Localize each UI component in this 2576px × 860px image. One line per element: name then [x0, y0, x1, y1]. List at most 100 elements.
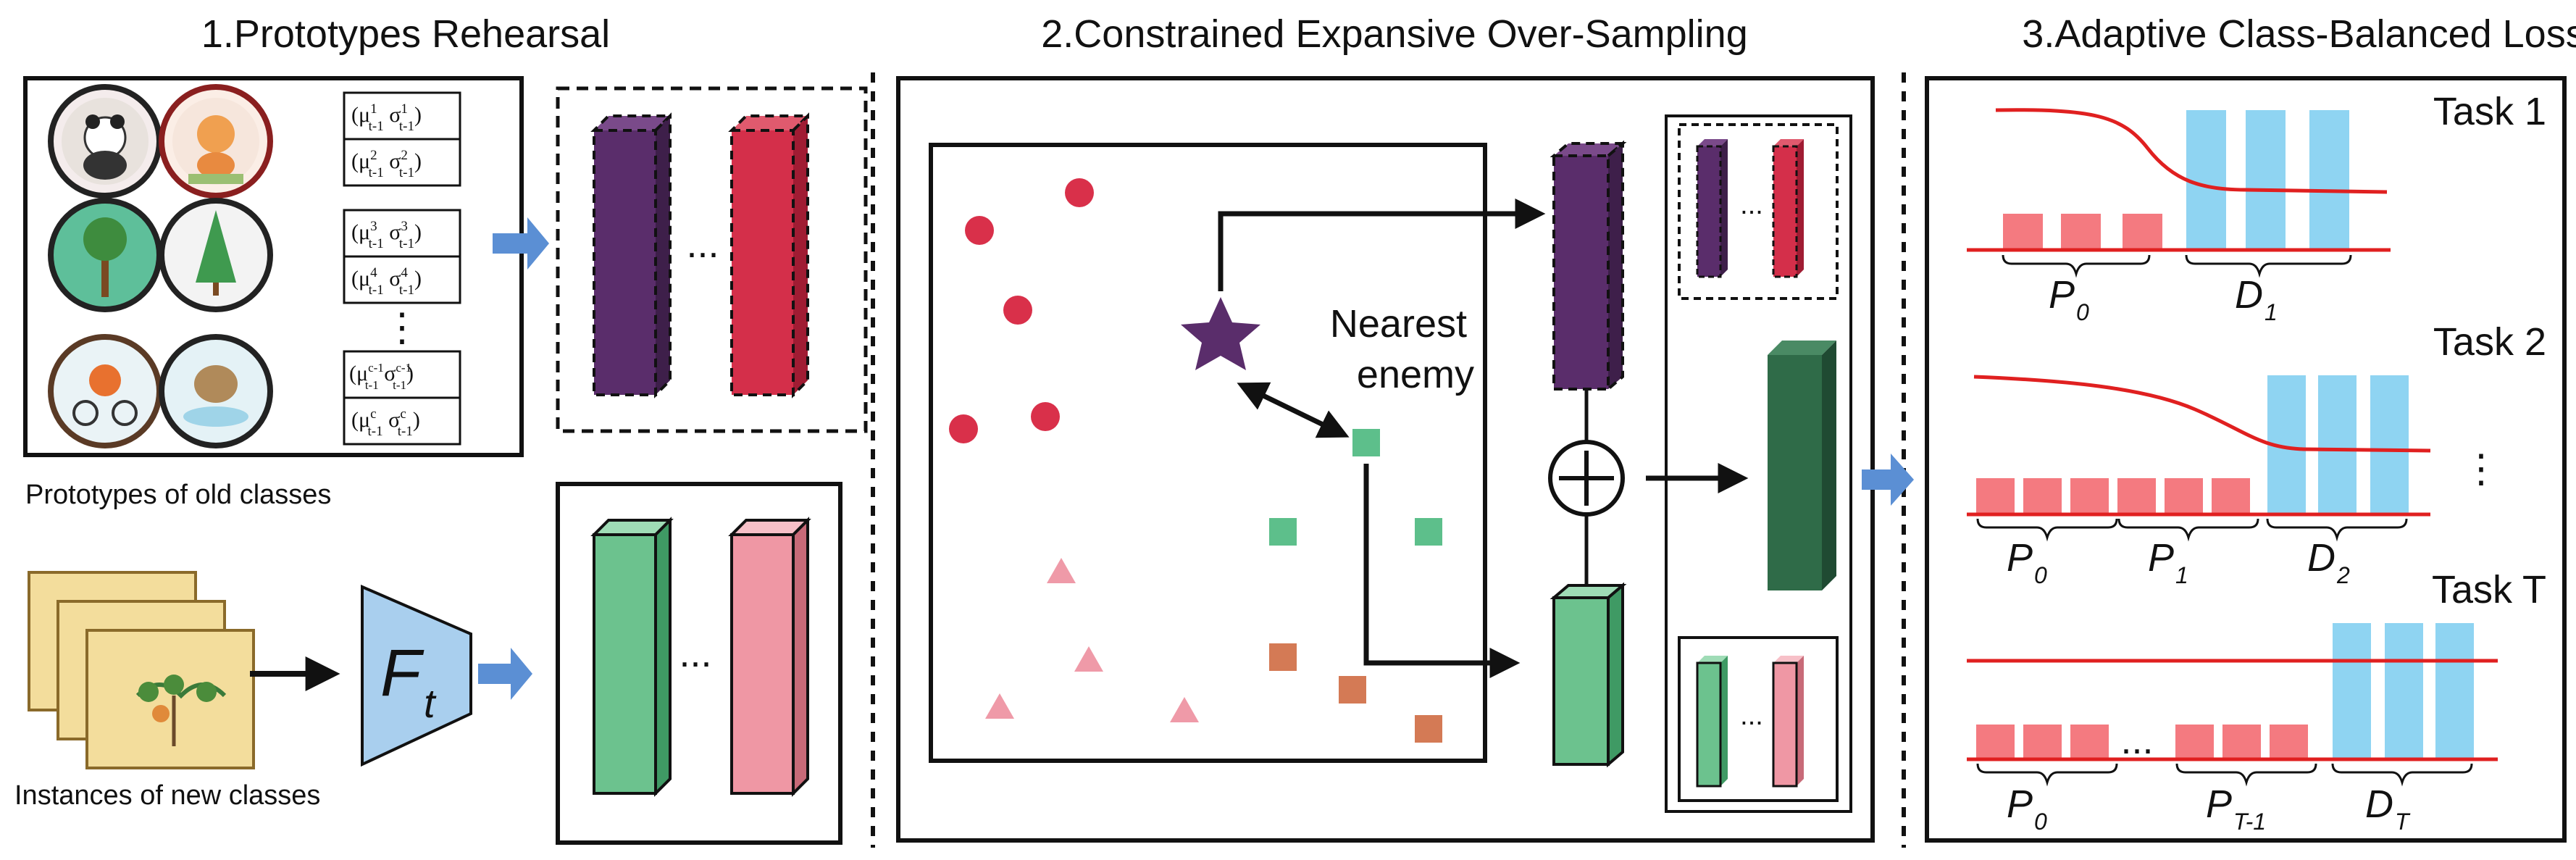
svg-text:0: 0	[2034, 562, 2047, 588]
triangle-point	[1170, 697, 1199, 722]
mini-dots-bottom: ...	[1740, 701, 1763, 731]
svg-text:T: T	[2395, 809, 2411, 835]
prototype-dots: ...	[686, 222, 719, 266]
mini-dots-top: ...	[1740, 190, 1763, 220]
loss-bar	[2222, 725, 2261, 759]
panda-icon	[48, 84, 162, 199]
svg-text:T-1: T-1	[2233, 809, 2266, 835]
svg-text:P: P	[2148, 536, 2174, 580]
pine-icon	[159, 198, 273, 312]
loss-bar	[2333, 623, 2371, 759]
nearest-label-2: enemy	[1357, 353, 1474, 396]
tiger-icon	[159, 84, 273, 199]
new-instances-label: Instances of new classes	[14, 780, 320, 811]
loss-bar	[2175, 725, 2214, 759]
feature-points	[949, 178, 1442, 743]
weight-curve	[1973, 375, 2431, 453]
loss-panel	[1925, 76, 2567, 843]
mini-crimson-bar	[1772, 139, 1804, 278]
loss-bar	[2070, 725, 2109, 759]
loss-bar	[2023, 478, 2062, 514]
plant-card-icon	[28, 571, 255, 769]
triangle-point	[985, 693, 1014, 719]
task-1-label: Task 1	[2433, 90, 2546, 133]
mini-new-box	[1678, 636, 1839, 802]
new-bar-pink	[728, 517, 811, 797]
arrow-to-green-bar	[1363, 464, 1521, 678]
prototype-bar-purple	[590, 112, 674, 398]
loss-bar	[2123, 214, 2162, 250]
tree-icon	[48, 198, 162, 312]
title-step3: 3.Adaptive Class-Balanced Loss	[2022, 12, 2576, 56]
triangle-point	[1074, 646, 1103, 672]
new-bar-green	[590, 517, 674, 797]
loss-bar	[2061, 214, 2101, 250]
svg-text:P: P	[2007, 782, 2033, 826]
new-class-point	[1415, 518, 1442, 546]
loss-bar	[2435, 623, 2474, 759]
loss-bar	[2318, 375, 2357, 514]
loss-bar	[2186, 110, 2226, 250]
svg-text:P: P	[2206, 782, 2232, 826]
loss-bar	[1976, 478, 2015, 514]
svg-text:F: F	[380, 636, 425, 710]
prototype-bar-crimson	[728, 112, 811, 398]
star-prototype	[1181, 297, 1260, 370]
arrow-to-purple-bar	[1218, 199, 1546, 291]
loss-bar	[2309, 110, 2349, 250]
new-class-point	[1269, 643, 1297, 671]
arrow-to-prototype-box	[493, 217, 549, 270]
task-t-label: Task T	[2432, 568, 2546, 611]
task-2-chart: Task 2 P 0 P 1 D 2 ⋮	[1967, 320, 2546, 588]
old-prototypes-label: Prototypes of old classes	[25, 480, 331, 510]
svg-text:D: D	[2365, 782, 2393, 826]
loss-bar	[2117, 478, 2156, 514]
nearest-enemy-arrow	[1237, 382, 1350, 438]
svg-text:P: P	[2007, 536, 2033, 580]
task-vdots: ⋮	[2462, 447, 2501, 490]
svg-text:t: t	[424, 680, 437, 726]
mini-pink-bar	[1772, 656, 1804, 788]
feature-space-box	[929, 143, 1487, 763]
new-class-point	[1339, 676, 1366, 704]
nearest-label-1: Nearest	[1330, 302, 1467, 346]
svg-text:P: P	[2049, 273, 2075, 317]
title-step2: 2.Constrained Expansive Over-Sampling	[1041, 12, 1747, 56]
prototype-box	[556, 86, 868, 433]
loss-bar	[2070, 478, 2109, 514]
mini-green-bar	[1696, 656, 1728, 788]
old-class-point	[1031, 402, 1060, 431]
output-box	[1665, 114, 1852, 813]
stat-vdots: ⋮	[382, 306, 422, 349]
svg-text:0: 0	[2076, 299, 2089, 325]
mini-purple-bar	[1696, 139, 1728, 278]
old-prototypes-panel	[23, 76, 524, 457]
task-2-label: Task 2	[2433, 320, 2546, 364]
mini-prototype-box	[1678, 123, 1839, 300]
loss-bar	[2246, 110, 2286, 250]
feature-extractor: F t	[361, 584, 472, 767]
loss-bar	[2212, 478, 2250, 514]
title-step1: 1.Prototypes Rehearsal	[201, 12, 610, 56]
new-class-box	[556, 482, 842, 845]
loss-bar	[2370, 375, 2409, 514]
loss-bar	[1976, 725, 2015, 759]
svg-text:0: 0	[2034, 809, 2047, 835]
sloth-icon	[159, 334, 273, 448]
task-t-chart: Task T ... P 0 P T-1 D T	[1967, 568, 2546, 835]
arrow-to-new-box	[478, 648, 532, 700]
loss-bar	[2270, 725, 2308, 759]
oversampling-panel	[896, 76, 1875, 843]
task-1-chart: Task 1 P 0 D 1	[1967, 90, 2546, 325]
svg-text:1: 1	[2175, 562, 2188, 588]
old-class-point	[965, 216, 994, 245]
mixed-new-bar	[1550, 582, 1627, 768]
nearest-enemy-point	[1352, 429, 1380, 456]
task-t-dots: ...	[2120, 719, 2153, 762]
loss-bar	[2165, 478, 2203, 514]
